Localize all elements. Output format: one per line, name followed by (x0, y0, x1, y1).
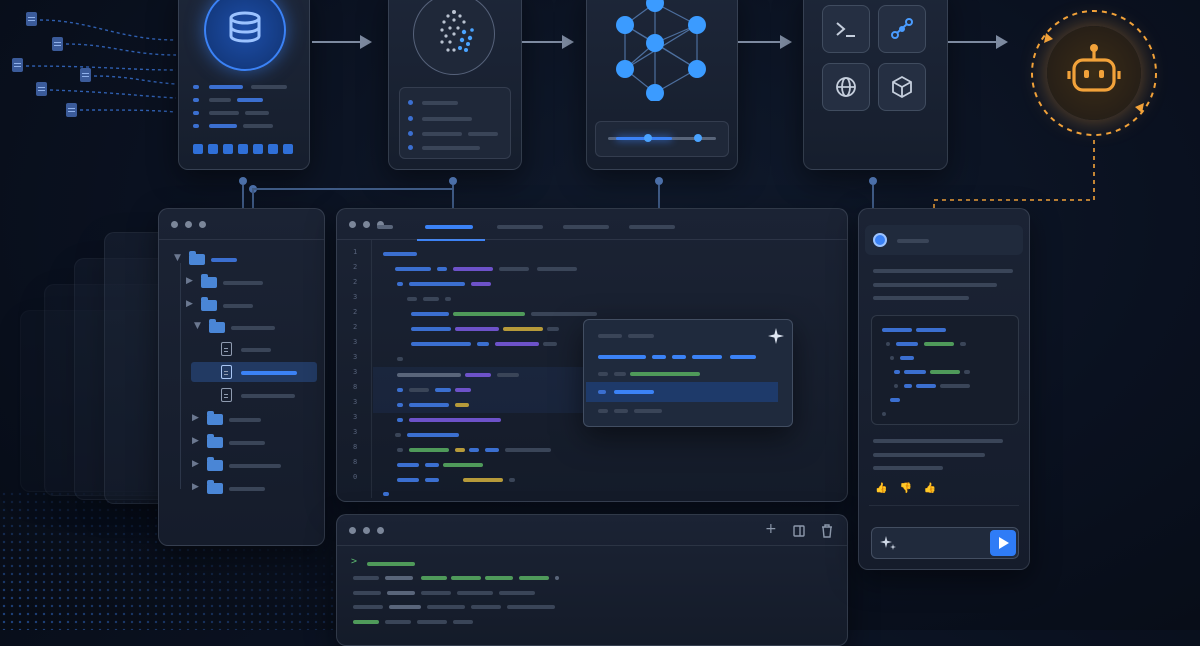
cluster-icon (413, 0, 495, 75)
sparkle-icon (880, 536, 896, 550)
document-icon (36, 82, 47, 96)
terminal-panel[interactable]: + > (336, 514, 848, 646)
tab-active[interactable] (417, 209, 485, 241)
editor-tabs[interactable] (337, 209, 847, 241)
thumbs-down-icon[interactable]: 👎 (899, 483, 912, 494)
model-card[interactable] (586, 0, 738, 170)
assistant-avatar (873, 233, 887, 247)
prompt-icon: > (351, 556, 358, 567)
flow-arrow (312, 35, 372, 49)
folder-icon (207, 480, 223, 494)
document-icon (66, 103, 77, 117)
window-controls (349, 527, 384, 534)
send-icon (999, 537, 1009, 549)
storage-blocks (193, 144, 293, 154)
copy-icon[interactable]: 👍 (923, 483, 937, 494)
terminal-output[interactable]: > (337, 546, 847, 636)
git-branch-icon (891, 18, 913, 39)
folder-icon (201, 274, 217, 288)
folder-icon (207, 434, 223, 448)
file-icon (221, 388, 232, 402)
tools-card[interactable] (803, 0, 948, 170)
robot-icon (1047, 26, 1141, 120)
tab[interactable] (559, 209, 619, 239)
globe-tile[interactable] (822, 63, 870, 111)
folder-icon (201, 297, 217, 311)
tab[interactable] (493, 209, 553, 239)
send-button[interactable] (990, 530, 1016, 556)
trash-icon[interactable] (821, 524, 833, 538)
plus-icon[interactable]: + (765, 521, 777, 537)
agent-node[interactable] (1028, 7, 1160, 139)
folder-icon (207, 457, 223, 471)
cube-icon (892, 75, 912, 99)
flow-arrow (522, 35, 574, 49)
ai-suggestion-popup[interactable] (583, 319, 793, 427)
chat-input[interactable] (871, 527, 1019, 559)
training-progress (595, 121, 729, 157)
terminal-icon (836, 22, 855, 37)
cube-tile[interactable] (878, 63, 926, 111)
terminal-tile[interactable] (822, 5, 870, 53)
document-icon (52, 37, 63, 51)
folder-icon (207, 411, 223, 425)
file-tree[interactable]: ▼ ▶ ▶ ▼ ▶ ▶ ▶ ▶ (159, 249, 324, 539)
folder-icon (189, 251, 205, 265)
database-icon (204, 0, 286, 71)
agent-orbit (1031, 10, 1157, 136)
flow-arrow (948, 35, 1008, 49)
folder-icon (209, 319, 225, 333)
window-controls (171, 221, 206, 228)
branch-tile[interactable] (878, 5, 926, 53)
suggestion-selected[interactable] (586, 382, 778, 402)
file-icon (221, 365, 232, 379)
thumbs-up-icon[interactable]: 👍 (875, 483, 888, 494)
tab[interactable] (625, 209, 685, 239)
document-flow-lines (25, 19, 177, 113)
file-explorer-panel[interactable]: ▼ ▶ ▶ ▼ ▶ ▶ ▶ ▶ (158, 208, 325, 546)
file-icon (221, 342, 232, 356)
document-icon (80, 68, 91, 82)
window-controls (349, 221, 384, 228)
sparkle-icon (768, 328, 784, 344)
split-icon[interactable] (793, 525, 805, 537)
message-actions[interactable]: 👍 👎 👍 (875, 483, 936, 494)
document-icon (26, 12, 37, 26)
flow-arrow (738, 35, 792, 49)
globe-icon (836, 77, 856, 97)
chat-header (865, 225, 1023, 255)
document-icon (12, 58, 23, 72)
chat-code-block (871, 315, 1019, 425)
processing-card[interactable] (388, 0, 522, 170)
ai-chat-panel[interactable]: 👍 👎 👍 (858, 208, 1030, 570)
neural-network-icon (616, 0, 706, 101)
data-source-card[interactable] (178, 0, 310, 170)
